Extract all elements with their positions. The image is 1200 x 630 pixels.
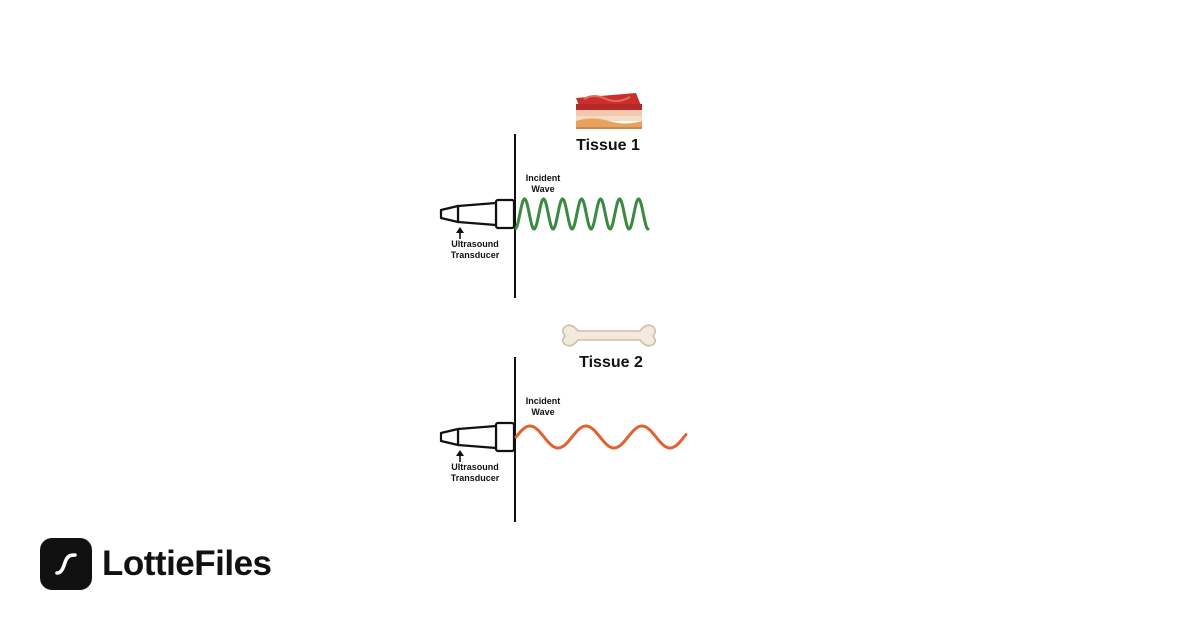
tissue-2-title: Tissue 2 — [579, 354, 643, 371]
tissue-2-wave-label-line1: Incident — [526, 396, 561, 406]
tissue-2-wave-label-line2: Wave — [531, 407, 554, 417]
lottiefiles-logo-icon — [40, 538, 92, 590]
tissue-1-title: Tissue 1 — [576, 137, 640, 154]
lottiefiles-brand[interactable]: LottieFiles — [40, 538, 272, 590]
tissue-1-wave-label-line2: Wave — [531, 184, 554, 194]
tissue-1-transducer-label-line2: Transducer — [451, 250, 500, 260]
tissue-layers-icon — [576, 93, 642, 129]
tissue-1-incident-wave — [514, 197, 650, 231]
bone-icon — [562, 324, 656, 347]
panel-tissue-1: Tissue 1 Incident Wave Ultrasound Transd… — [439, 93, 650, 298]
panel-tissue-2: Tissue 2 Incident Wave Ultrasound Transd… — [439, 324, 688, 522]
transducer-arrow-icon — [456, 227, 464, 239]
tissue-2-transducer-label-line2: Transducer — [451, 473, 500, 483]
brand-name: LottieFiles — [102, 544, 272, 583]
tissue-2-incident-wave — [514, 424, 688, 450]
tissue-2-transducer-label-line1: Ultrasound — [451, 462, 499, 472]
tissue-1-wave-label-line1: Incident — [526, 173, 561, 183]
transducer-arrow-icon — [456, 450, 464, 462]
ultrasound-transducer-icon — [439, 421, 516, 453]
tissue-1-transducer-label-line1: Ultrasound — [451, 239, 499, 249]
ultrasound-transducer-icon — [439, 198, 516, 230]
